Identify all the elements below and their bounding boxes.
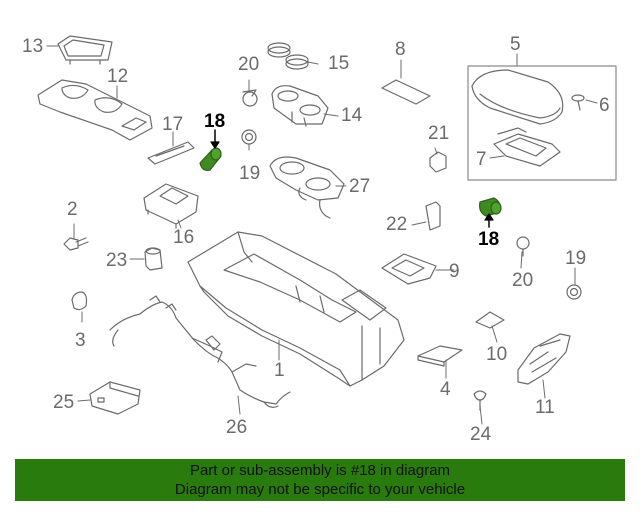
part-6-screw xyxy=(571,94,585,111)
callout-19-left: 19 xyxy=(239,163,261,184)
part-21-socket xyxy=(429,151,447,173)
callout-19-right: 19 xyxy=(565,248,587,269)
parts-diagram xyxy=(37,35,617,425)
info-banner: Part or sub-assembly is #18 in diagram D… xyxy=(15,459,625,501)
part-9-bezel xyxy=(381,253,437,285)
callout-6: 6 xyxy=(599,95,610,116)
part-18-highlighted-left xyxy=(199,147,222,171)
callout-8: 8 xyxy=(395,39,406,60)
part-17-trim-strip xyxy=(147,141,195,165)
callout-20-right: 20 xyxy=(512,270,534,291)
part-16-switch-bezel xyxy=(143,183,199,229)
part-2-bolt xyxy=(63,237,89,251)
part-8-panel xyxy=(381,79,431,105)
callout-14: 14 xyxy=(341,105,363,126)
part-3-cap xyxy=(71,291,88,311)
callout-4: 4 xyxy=(440,379,451,400)
part-12-cupholder-trim xyxy=(37,79,153,141)
part-22-bracket xyxy=(425,201,441,231)
part-1-console-body xyxy=(187,231,405,387)
arrow-18-left-head xyxy=(210,141,220,149)
callout-15: 15 xyxy=(328,53,350,74)
part-20-clip-left xyxy=(242,89,258,107)
callout-11: 11 xyxy=(535,397,555,418)
callout-22: 22 xyxy=(386,214,408,235)
callout-3: 3 xyxy=(75,330,86,351)
part-18-highlighted-right xyxy=(479,197,502,217)
callout-10: 10 xyxy=(486,344,508,365)
callout-20-left: 20 xyxy=(238,54,260,75)
part-5-group-box xyxy=(467,65,617,181)
leader-lines xyxy=(46,45,598,425)
callout-17: 17 xyxy=(162,114,184,135)
callout-24: 24 xyxy=(470,424,492,445)
part-26-wiring-harness xyxy=(109,295,291,408)
part-4-bracket xyxy=(417,345,463,367)
callout-7: 7 xyxy=(476,149,487,170)
banner-line-1: Part or sub-assembly is #18 in diagram xyxy=(189,462,451,479)
part-20-clip-right xyxy=(516,236,530,257)
callout-1: 1 xyxy=(274,360,285,381)
part-23-lighter xyxy=(144,247,163,271)
callout-18-right: 18 xyxy=(478,229,500,250)
callout-5: 5 xyxy=(510,34,521,55)
callout-23: 23 xyxy=(106,250,128,271)
arrow-18-right-head xyxy=(484,213,494,221)
callout-18-left: 18 xyxy=(204,111,226,132)
callout-2: 2 xyxy=(67,199,78,220)
part-19-grommet-left xyxy=(241,129,257,145)
part-14-cupholder-insert xyxy=(271,85,329,127)
callout-27: 27 xyxy=(349,176,371,197)
callout-16: 16 xyxy=(173,227,195,248)
callout-25: 25 xyxy=(53,392,75,413)
callout-9: 9 xyxy=(449,261,460,282)
banner-line-2: Diagram may not be specific to your vehi… xyxy=(174,481,466,498)
callout-26: 26 xyxy=(226,417,248,438)
callout-12: 12 xyxy=(107,66,129,87)
callout-21: 21 xyxy=(428,123,450,144)
part-10-plate xyxy=(475,311,505,329)
part-11-trim-panel xyxy=(517,333,571,385)
part-25-module xyxy=(89,381,141,415)
part-19-grommet-right xyxy=(566,284,582,300)
part-15-cup-rings xyxy=(267,42,309,70)
part-13-tray xyxy=(57,35,113,65)
part-5-armrest-lid xyxy=(471,69,564,125)
callout-13: 13 xyxy=(22,36,44,57)
part-27-cupholder-base xyxy=(269,156,345,219)
part-7-storage-bin xyxy=(493,127,561,167)
